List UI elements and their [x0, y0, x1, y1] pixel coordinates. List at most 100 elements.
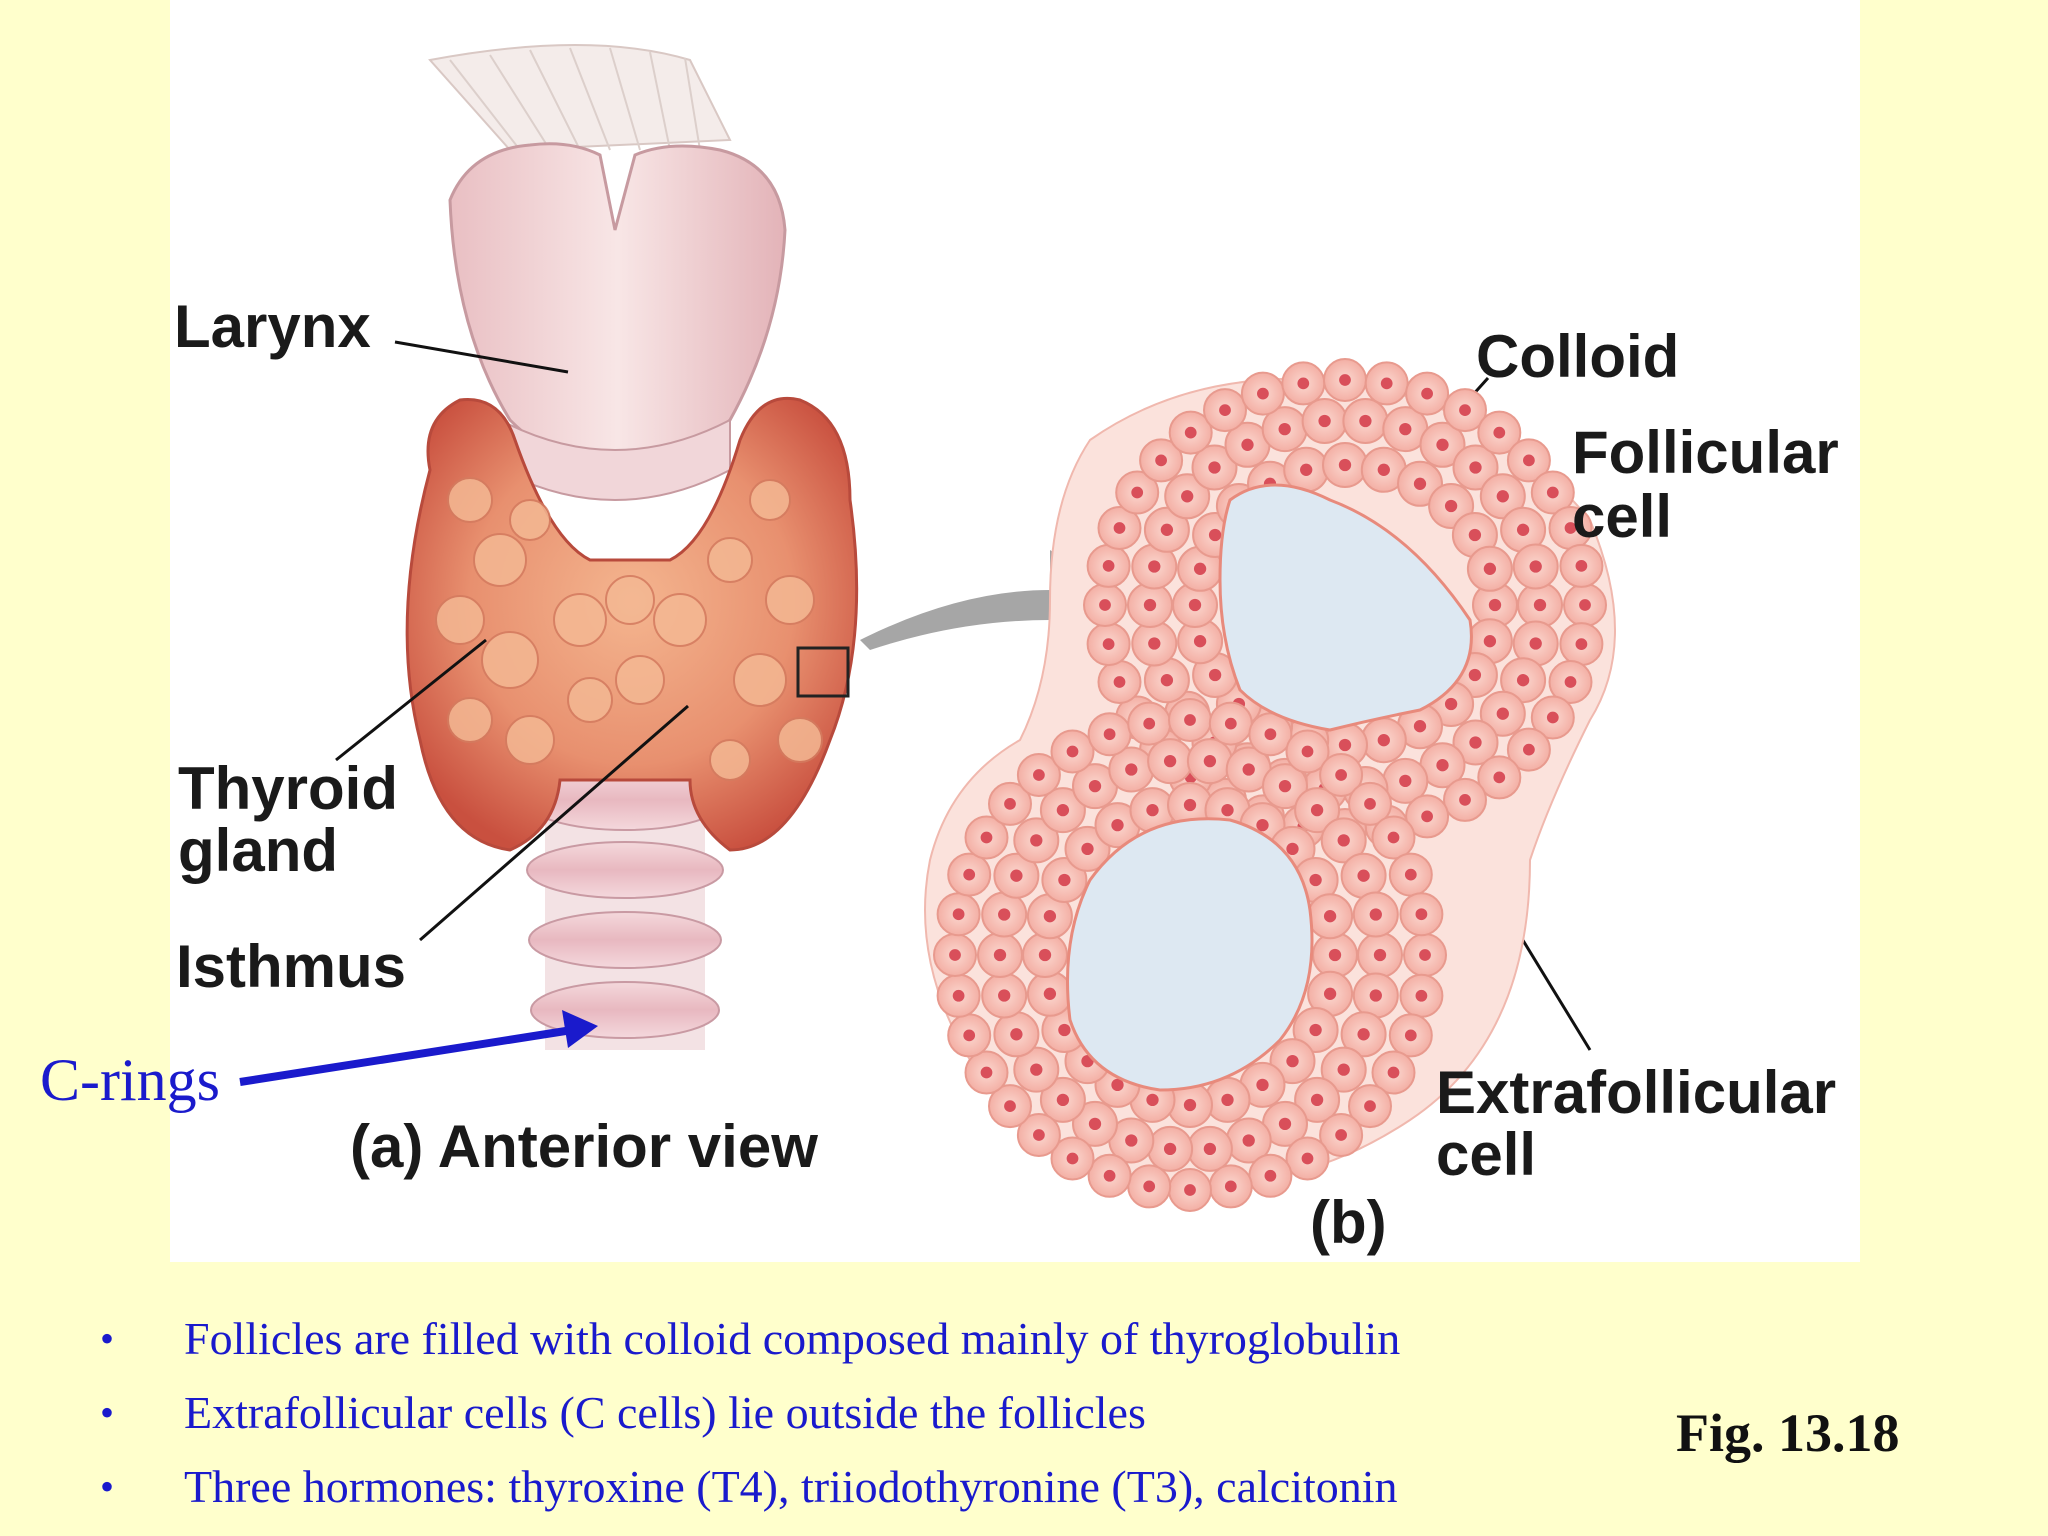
- cell-nucleus: [1241, 438, 1254, 451]
- cell-nucleus: [1335, 769, 1347, 781]
- cell-nucleus: [1300, 463, 1313, 476]
- cell-nucleus: [1369, 908, 1382, 921]
- cell-nucleus: [1256, 818, 1269, 832]
- cell-nucleus: [1143, 717, 1156, 730]
- cell-nucleus: [1103, 728, 1116, 741]
- cell-nucleus: [1523, 454, 1535, 467]
- cell-nucleus: [1221, 1093, 1234, 1107]
- bullet-item: •Three hormones: thyroxine (T4), triiodo…: [100, 1450, 1600, 1524]
- cell-nucleus: [1033, 1129, 1045, 1141]
- cell-nucleus: [1208, 461, 1221, 474]
- thyroid-gland-label-line2: gland: [178, 817, 338, 884]
- cell-nucleus: [1030, 1063, 1043, 1076]
- bullet-text: Three hormones: thyroxine (T4), triiodot…: [184, 1461, 1398, 1512]
- cell-nucleus: [1529, 637, 1542, 650]
- cell-nucleus: [1278, 422, 1291, 436]
- cell-nucleus: [1377, 463, 1390, 476]
- cell-nucleus: [963, 868, 976, 881]
- cell-nucleus: [1323, 910, 1337, 923]
- isthmus-label: Isthmus: [176, 933, 407, 1000]
- follicular-cell-label-line2: cell: [1572, 483, 1673, 550]
- cell-nucleus: [1004, 798, 1016, 810]
- cell-nucleus: [1160, 674, 1174, 687]
- cell-nucleus: [1516, 523, 1530, 536]
- cell-nucleus: [1436, 759, 1449, 772]
- bullet-dot: •: [100, 1390, 115, 1435]
- cell-nucleus: [1125, 763, 1138, 776]
- cell-nucleus: [1056, 1093, 1070, 1107]
- cell-nucleus: [993, 948, 1007, 962]
- cell-nucleus: [1181, 490, 1194, 503]
- cell-nucleus: [1099, 599, 1111, 611]
- cell-nucleus: [1469, 736, 1482, 749]
- cell-nucleus: [1038, 948, 1052, 962]
- cell-nucleus: [1208, 668, 1222, 682]
- cell-nucleus: [1242, 763, 1255, 776]
- cell-nucleus: [1066, 745, 1079, 758]
- cell-nucleus: [1286, 842, 1299, 856]
- cell-nucleus: [1155, 454, 1167, 467]
- cell-nucleus: [1357, 869, 1370, 882]
- cell-nucleus: [1493, 426, 1506, 439]
- cell-nucleus: [1148, 637, 1161, 650]
- cell-nucleus: [1111, 1078, 1124, 1092]
- cell-nucleus: [1516, 674, 1530, 687]
- cell-nucleus: [1415, 908, 1428, 921]
- cell-nucleus: [1337, 1063, 1350, 1076]
- larynx-cartilage: [448, 142, 787, 472]
- cell-nucleus: [1413, 477, 1427, 490]
- cell-nucleus: [1488, 598, 1502, 612]
- cell-nucleus: [1444, 499, 1458, 513]
- cell-nucleus: [1256, 1078, 1269, 1092]
- cell-nucleus: [1469, 461, 1482, 474]
- cell-nucleus: [1373, 948, 1387, 962]
- cell-nucleus: [1103, 1169, 1116, 1182]
- cell-nucleus: [1125, 1134, 1138, 1147]
- cell-nucleus: [1160, 523, 1174, 536]
- cell-nucleus: [1399, 422, 1412, 436]
- cell-nucleus: [1579, 599, 1591, 611]
- cell-nucleus: [1224, 1180, 1237, 1193]
- cell-nucleus: [1183, 798, 1197, 812]
- cell-nucleus: [1301, 745, 1314, 758]
- cell-nucleus: [1369, 989, 1382, 1002]
- cell-nucleus: [1493, 771, 1506, 784]
- cell-nucleus: [1278, 779, 1292, 793]
- cell-nucleus: [1183, 1098, 1197, 1112]
- cell-nucleus: [1058, 1023, 1071, 1037]
- cell-nucleus: [1387, 831, 1400, 844]
- cell-nucleus: [1010, 1028, 1023, 1041]
- cell-nucleus: [1421, 387, 1433, 400]
- bullet-item: •Follicles are filled with colloid compo…: [100, 1302, 1600, 1376]
- cell-nucleus: [1575, 560, 1588, 572]
- cell-nucleus: [1483, 562, 1497, 575]
- colloid-upper: [1218, 483, 1473, 732]
- cell-nucleus: [1030, 834, 1043, 847]
- cell-nucleus: [1081, 842, 1094, 856]
- cell-nucleus: [1387, 1066, 1400, 1079]
- cell-nucleus: [1338, 458, 1352, 472]
- cell-nucleus: [1264, 1169, 1277, 1182]
- cell-nucleus: [1184, 714, 1196, 726]
- extrafollicular-cell-label-line1: Extrafollicular: [1436, 1059, 1837, 1126]
- cell-nucleus: [998, 989, 1011, 1002]
- cell-nucleus: [1004, 1100, 1016, 1112]
- cell-nucleus: [1404, 1029, 1417, 1042]
- cell-nucleus: [1338, 738, 1352, 752]
- cell-nucleus: [1377, 734, 1390, 747]
- cell-nucleus: [1328, 948, 1342, 962]
- cell-nucleus: [1146, 803, 1159, 817]
- cell-nucleus: [1208, 528, 1222, 542]
- cell-nucleus: [1533, 598, 1547, 612]
- cell-nucleus: [1483, 635, 1497, 648]
- cell-nucleus: [1242, 1134, 1255, 1147]
- cell-nucleus: [1043, 987, 1057, 1000]
- thyroid-illustration: [239, 44, 1616, 1212]
- colloid-label: Colloid: [1476, 323, 1680, 390]
- cell-nucleus: [1264, 728, 1277, 741]
- cell-nucleus: [1219, 404, 1231, 416]
- cell-nucleus: [1148, 560, 1161, 573]
- c-rings-label: C-rings: [40, 1047, 220, 1113]
- cell-nucleus: [1399, 774, 1412, 788]
- cell-nucleus: [1318, 414, 1331, 428]
